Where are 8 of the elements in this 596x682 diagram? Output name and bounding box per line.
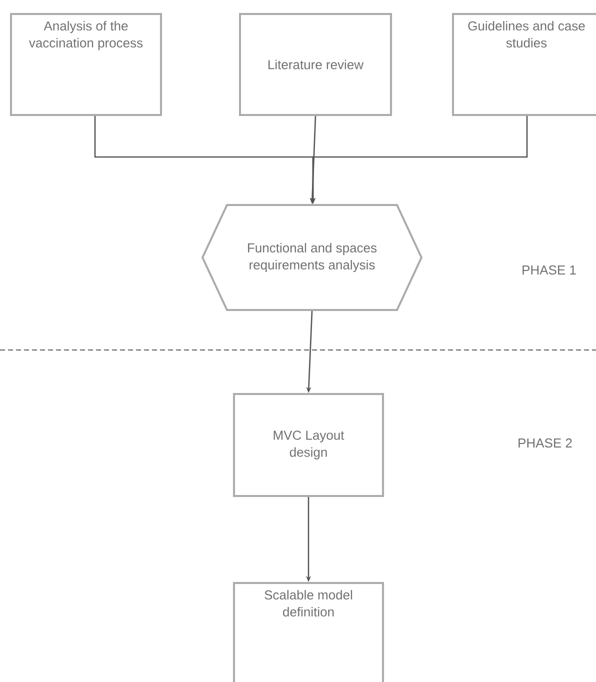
process-box: MVC Layout design bbox=[233, 393, 384, 497]
phase-label: PHASE 2 bbox=[518, 438, 572, 448]
process-box: Literature review bbox=[239, 13, 392, 116]
phase-label: PHASE 1 bbox=[522, 265, 576, 275]
process-box: Scalable model definition bbox=[233, 582, 384, 682]
process-box: Analysis of the vaccination process bbox=[10, 13, 162, 116]
process-hexagon: Functional and spaces requirements analysis bbox=[201, 204, 423, 311]
process-box: Guidelines and case studies bbox=[452, 13, 596, 116]
